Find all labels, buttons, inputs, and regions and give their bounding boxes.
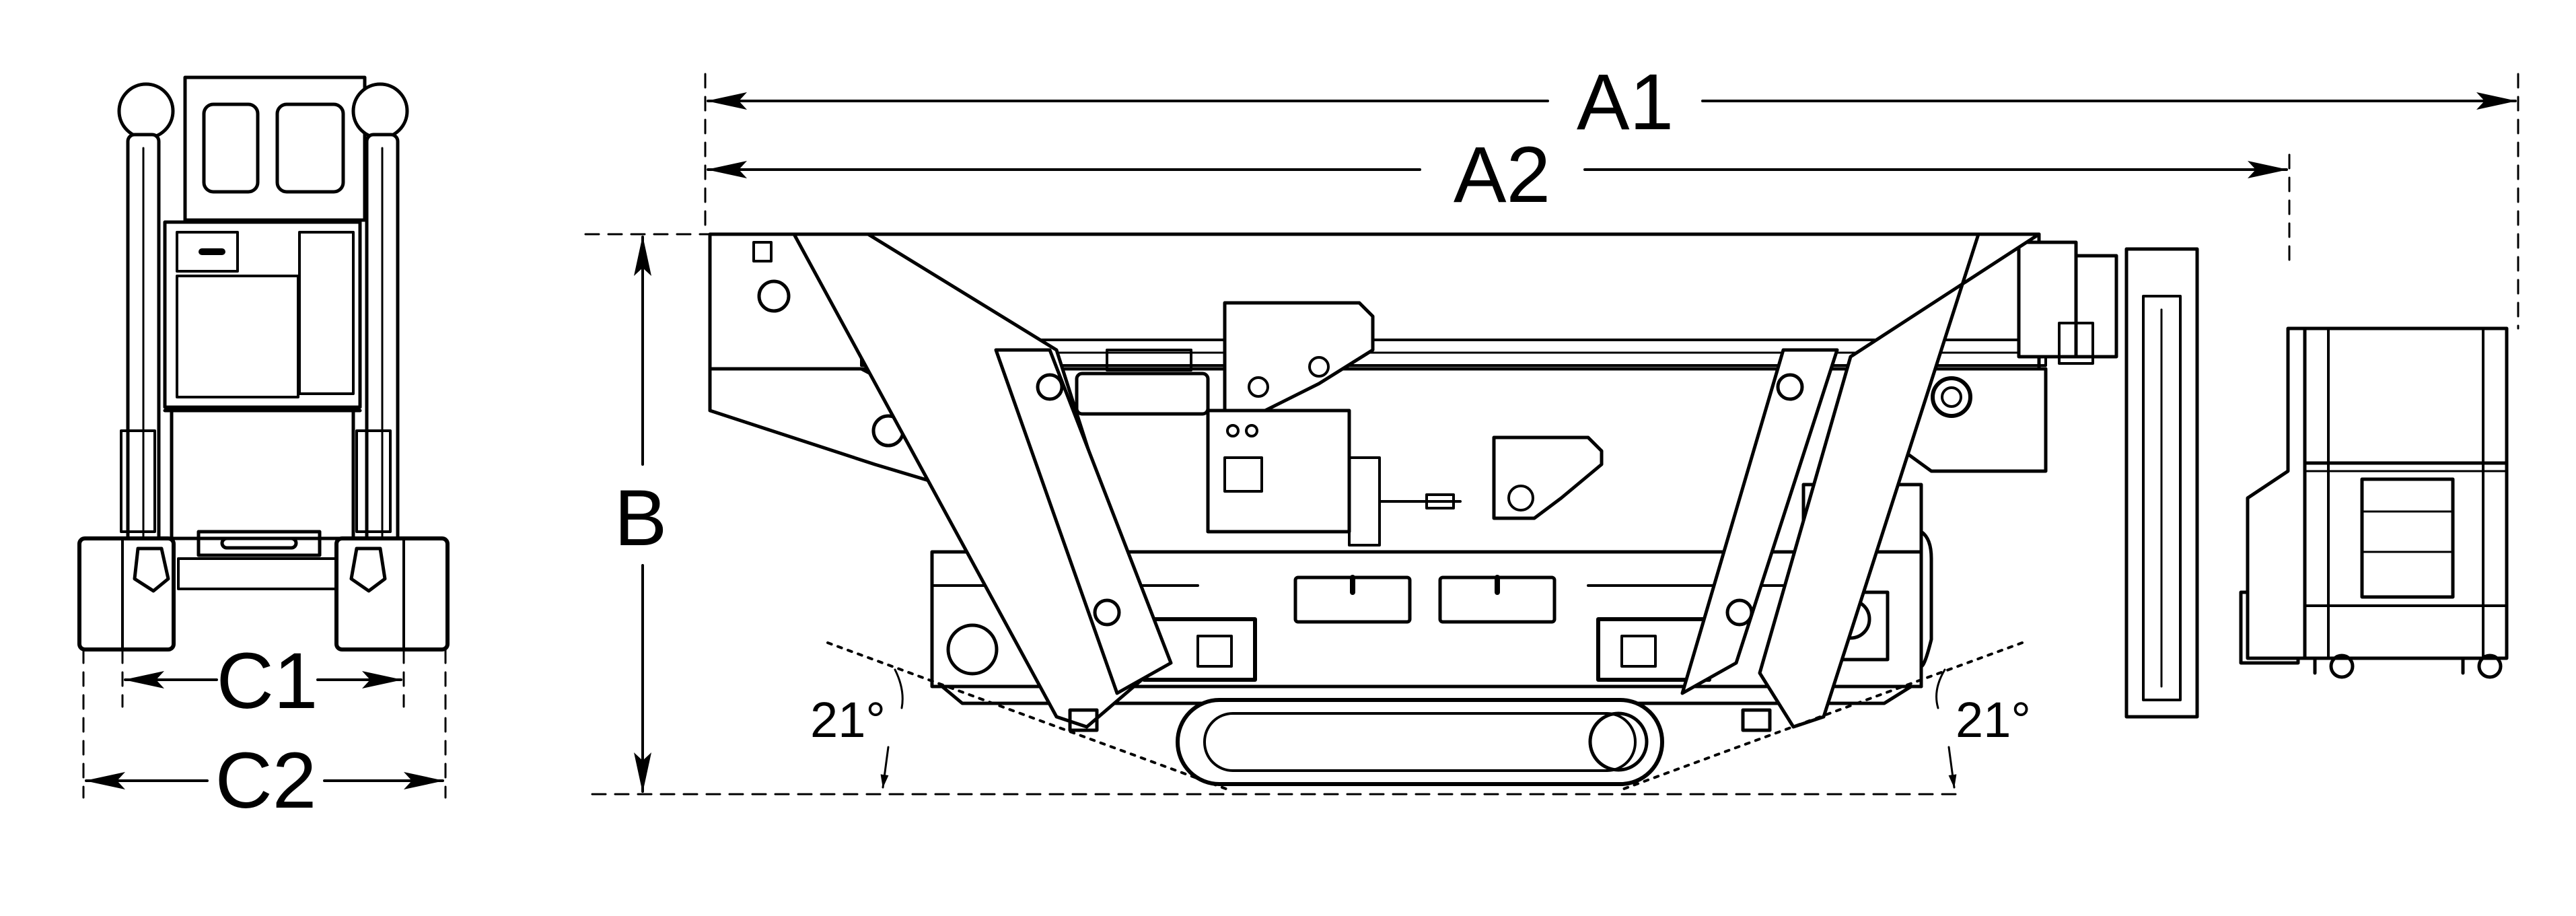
dimension-a1: A1 <box>707 58 2517 147</box>
angle-label-left: 21° <box>810 692 886 748</box>
dimension-c1: C1 <box>124 637 402 726</box>
angle-left: 21° <box>810 641 1233 792</box>
angle-label-right: 21° <box>1956 692 2031 748</box>
front-view <box>77 75 450 651</box>
dimension-b: B <box>614 236 668 793</box>
angle-right: 21° <box>1617 641 2031 792</box>
dimension-label-c1: C1 <box>217 637 318 726</box>
dimension-a2: A2 <box>707 131 2288 219</box>
dimension-label-b: B <box>614 474 668 563</box>
dimension-label-a1: A1 <box>1577 58 1674 147</box>
side-view <box>708 232 2509 786</box>
dimension-c2: C2 <box>85 736 444 825</box>
dimension-label-a2: A2 <box>1454 131 1550 219</box>
side-view-extension-lines <box>584 73 2519 796</box>
front-view-extension-lines <box>82 648 447 799</box>
dimension-label-c2: C2 <box>215 736 317 825</box>
